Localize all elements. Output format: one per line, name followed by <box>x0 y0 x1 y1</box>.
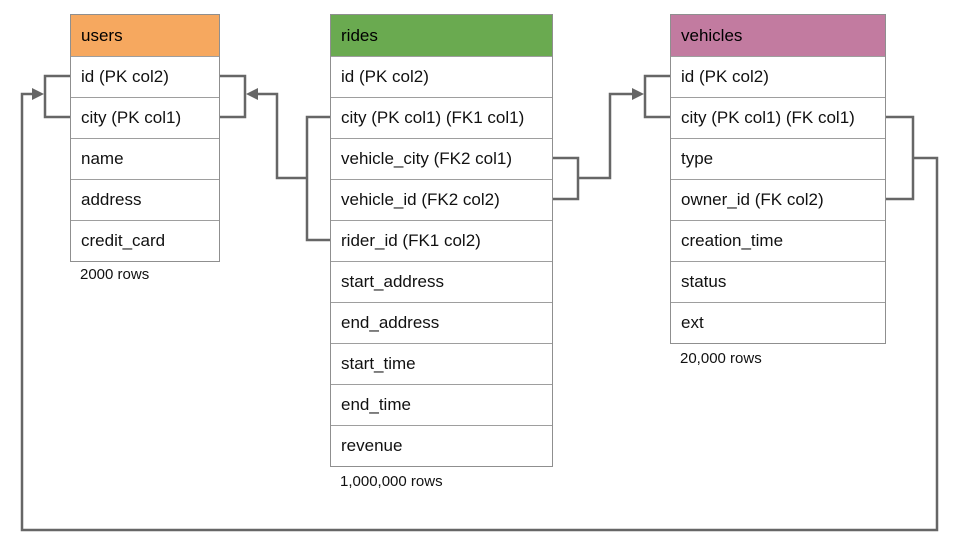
column-row: id (PK col2) <box>71 56 219 97</box>
column-row: address <box>71 179 219 220</box>
connector-fk2-rides-to-vehicles <box>553 74 670 201</box>
column-row: start_address <box>331 261 552 302</box>
fk1-rides-bracket <box>305 115 330 242</box>
table-rides-rowcount: 1,000,000 rows <box>340 473 443 490</box>
fk2-vehicles-bracket <box>643 74 670 119</box>
column-row: ext <box>671 302 885 343</box>
column-row: id (PK col2) <box>671 56 885 97</box>
column-row: city (PK col1) (FK col1) <box>671 97 885 138</box>
column-row: rider_id (FK1 col2) <box>331 220 552 261</box>
fk1-arrowhead-icon <box>246 88 258 100</box>
table-node-rides: rides id (PK col2)city (PK col1) (FK1 co… <box>330 14 553 467</box>
fk1-run-line <box>258 92 307 180</box>
column-row: name <box>71 138 219 179</box>
fk-arrowhead-icon <box>32 88 44 100</box>
column-row: creation_time <box>671 220 885 261</box>
table-rides-header: rides <box>331 15 552 56</box>
fk2-arrowhead-icon <box>632 88 644 100</box>
table-vehicles-header: vehicles <box>671 15 885 56</box>
column-row: owner_id (FK col2) <box>671 179 885 220</box>
column-row: city (PK col1) (FK1 col1) <box>331 97 552 138</box>
table-users-rowcount: 2000 rows <box>80 266 150 283</box>
column-row: type <box>671 138 885 179</box>
column-row: end_address <box>331 302 552 343</box>
fk-users-bracket <box>43 74 70 119</box>
column-row: city (PK col1) <box>71 97 219 138</box>
table-users-header: users <box>71 15 219 56</box>
column-row: start_time <box>331 343 552 384</box>
fk2-run-line <box>578 92 632 180</box>
fk1-users-bracket <box>220 74 247 119</box>
column-row: vehicle_city (FK2 col1) <box>331 138 552 179</box>
table-node-vehicles: vehicles id (PK col2)city (PK col1) (FK … <box>670 14 886 344</box>
connector-fk1-rides-to-users <box>220 74 330 242</box>
fk-vehicles-bracket <box>886 115 915 201</box>
column-row: end_time <box>331 384 552 425</box>
column-row: credit_card <box>71 220 219 261</box>
table-vehicles-columns: id (PK col2)city (PK col1) (FK col1)type… <box>671 56 885 343</box>
fk2-rides-bracket <box>553 156 580 201</box>
column-row: status <box>671 261 885 302</box>
column-row: revenue <box>331 425 552 466</box>
table-vehicles-rowcount: 20,000 rows <box>680 350 762 367</box>
table-rides-columns: id (PK col2)city (PK col1) (FK1 col1)veh… <box>331 56 552 466</box>
column-row: vehicle_id (FK2 col2) <box>331 179 552 220</box>
column-row: id (PK col2) <box>331 56 552 97</box>
